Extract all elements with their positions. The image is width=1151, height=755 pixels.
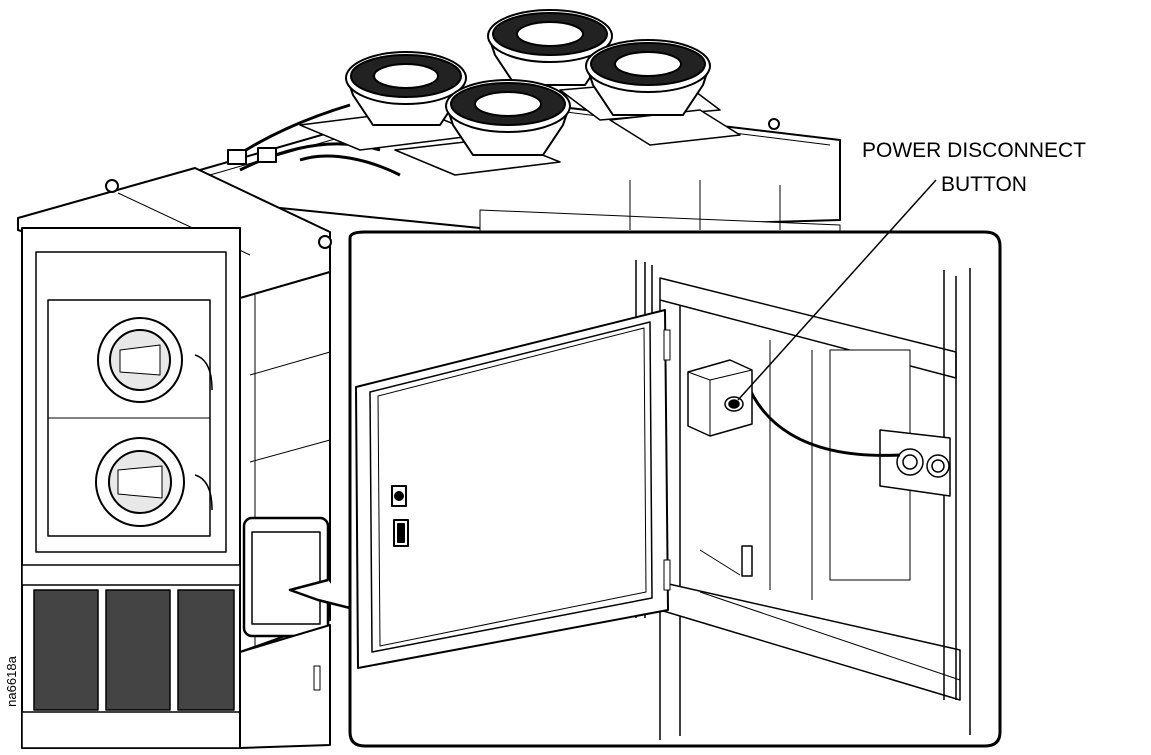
callout-leader <box>737 179 937 401</box>
fan-3 <box>585 39 711 116</box>
lower-cabinet <box>17 167 332 749</box>
fan-1 <box>345 51 467 126</box>
fan-2 <box>487 9 613 86</box>
callout-label-line2: BUTTON <box>941 173 1027 196</box>
callout-label-line1: POWER DISCONNECT <box>862 139 1087 162</box>
open-door <box>355 309 671 669</box>
detail-inset <box>288 179 1002 748</box>
fan-4 <box>445 79 571 156</box>
figure-id: na6618a <box>3 656 19 707</box>
